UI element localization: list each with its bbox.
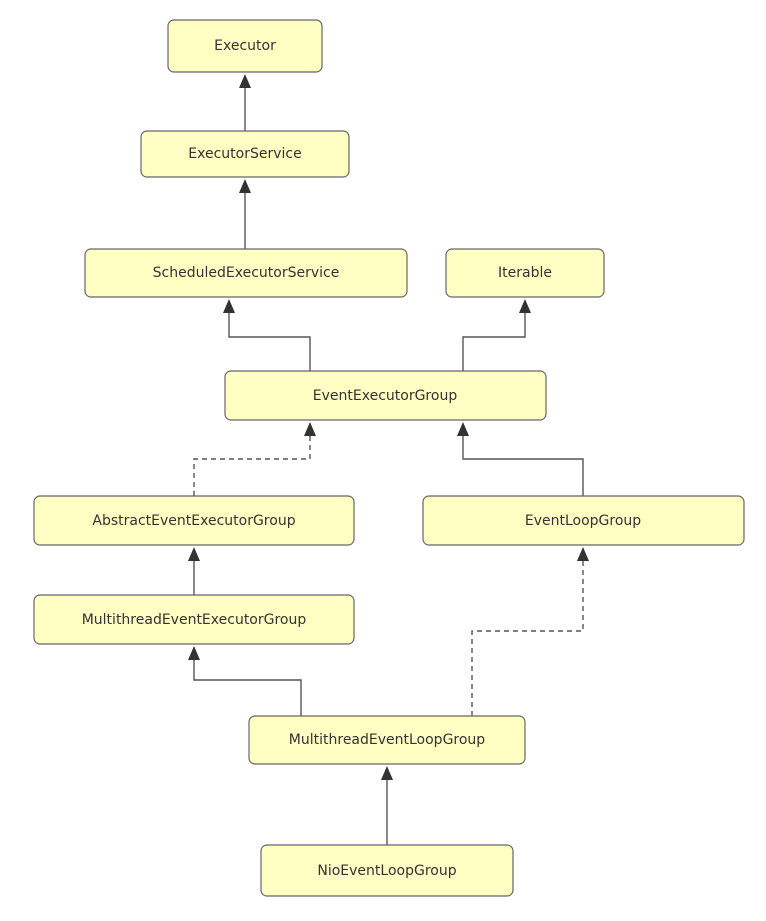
node-event-loop-group[interactable]: EventLoopGroup (422, 495, 745, 546)
node-scheduled-executor-service[interactable]: ScheduledExecutorService (84, 248, 408, 298)
edge-multithreadloop-to-eventloopgroup (471, 561, 584, 716)
node-nio-event-loop-group[interactable]: NioEventLoopGroup (260, 844, 514, 897)
arrow-head (223, 299, 235, 313)
arrow-head (519, 299, 531, 313)
node-label: Executor (214, 38, 276, 54)
edge-multithreadloop-to-multithreadexecutor (193, 660, 302, 716)
node-label: EventExecutorGroup (313, 388, 458, 404)
node-label: AbstractEventExecutorGroup (92, 513, 295, 529)
node-multithread-event-loop-group[interactable]: MultithreadEventLoopGroup (248, 715, 526, 765)
node-label: Iterable (498, 265, 552, 281)
node-label: MultithreadEventLoopGroup (289, 732, 486, 748)
arrow-head (239, 179, 251, 193)
node-label: EventLoopGroup (525, 513, 641, 529)
edge-eventloopgroup-to-eventexecutorgroup (462, 436, 584, 496)
arrow-head (577, 547, 589, 561)
edge-eventexecutorgroup-to-iterable (462, 313, 526, 371)
arrow-head (188, 547, 200, 561)
arrow-head (188, 646, 200, 660)
node-event-executor-group[interactable]: EventExecutorGroup (224, 370, 547, 421)
edge-abstract-to-eventexecutorgroup (193, 436, 311, 496)
node-executor[interactable]: Executor (167, 19, 323, 73)
node-iterable[interactable]: Iterable (445, 248, 605, 298)
arrow-head (381, 766, 393, 780)
node-abstract-event-executor-group[interactable]: AbstractEventExecutorGroup (33, 495, 355, 546)
node-label: MultithreadEventExecutorGroup (82, 612, 307, 628)
arrow-head (304, 422, 316, 436)
node-label: NioEventLoopGroup (317, 863, 456, 879)
node-label: ExecutorService (188, 146, 301, 162)
node-multithread-event-executor-group[interactable]: MultithreadEventExecutorGroup (33, 594, 355, 645)
arrow-head (239, 74, 251, 88)
node-executor-service[interactable]: ExecutorService (140, 130, 350, 178)
edge-eventexecutorgroup-to-scheduled (228, 313, 311, 371)
arrow-head (457, 422, 469, 436)
node-label: ScheduledExecutorService (153, 265, 340, 281)
